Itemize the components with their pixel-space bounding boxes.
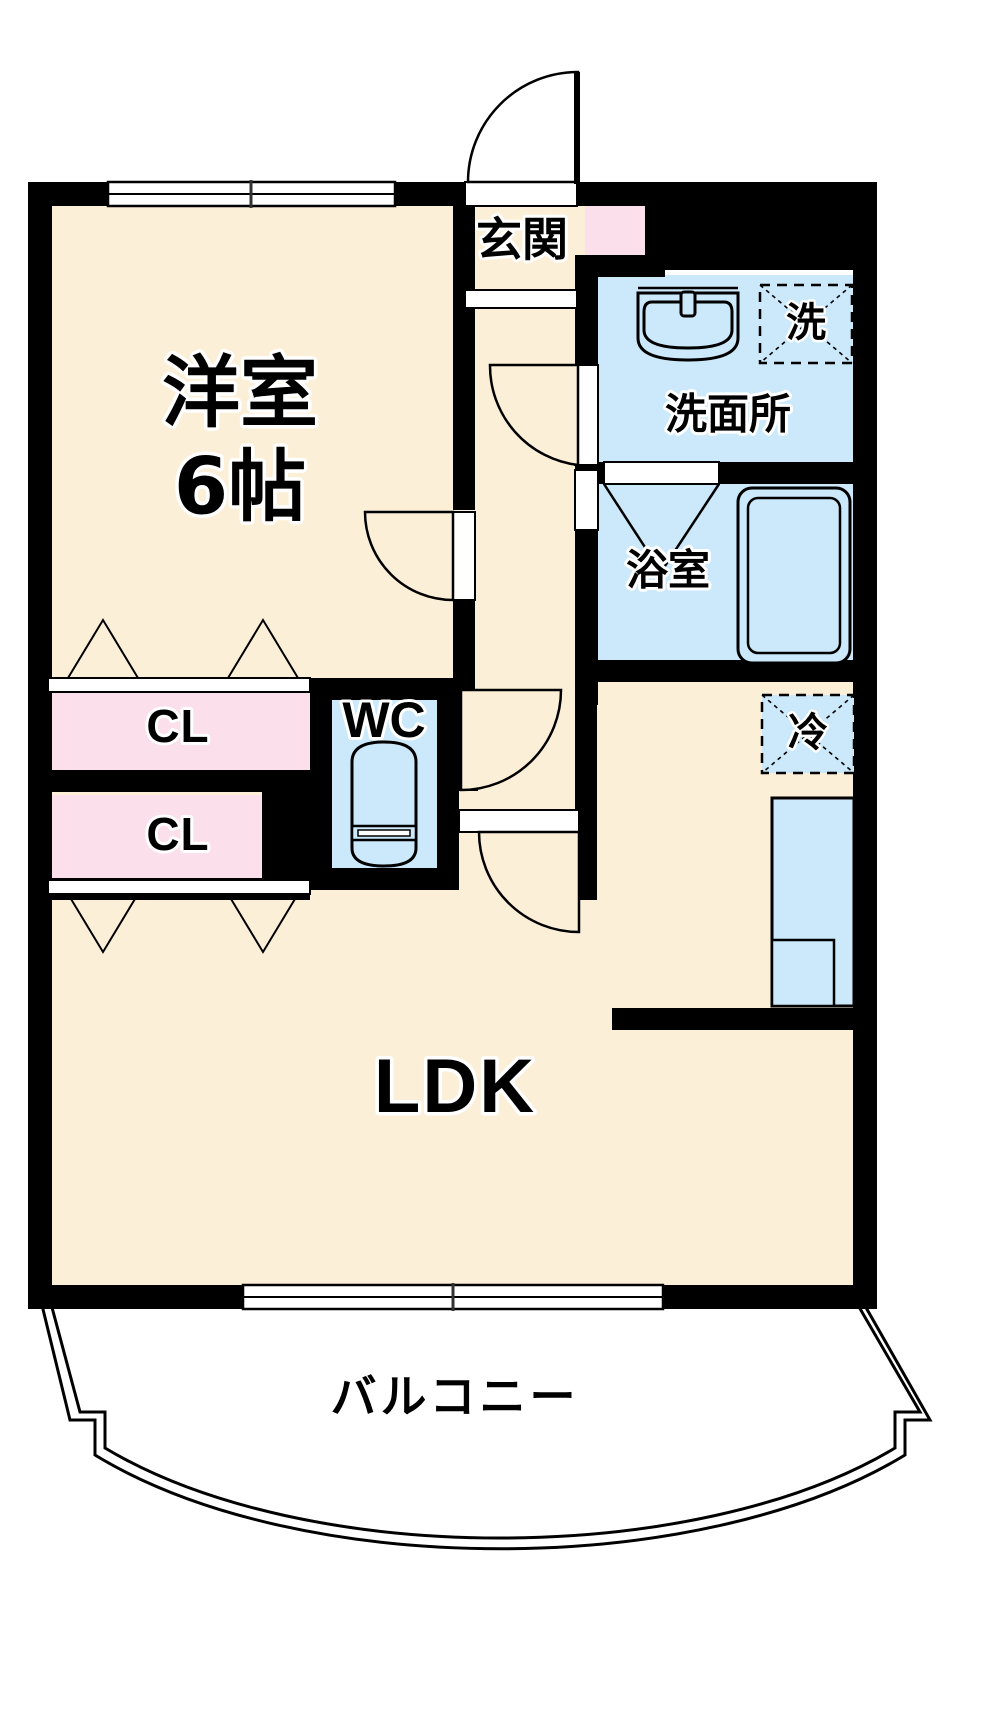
- bedroom-door[interactable]: [363, 510, 476, 602]
- washroom-sliding-door[interactable]: [574, 469, 599, 531]
- bathroom-label: 浴室: [626, 546, 710, 595]
- bedroom-label-name: 洋室: [162, 348, 318, 438]
- refrigerator-space-icon: [760, 693, 856, 775]
- kitchen-counter-icon: [770, 796, 856, 1008]
- wall-wc-left: [310, 678, 332, 890]
- wall-right-outer: [853, 182, 877, 1297]
- wall-kitchen-left: [575, 682, 597, 900]
- wall-bedroom-hall-upper: [453, 190, 475, 510]
- wall-entrance-block: [645, 190, 865, 270]
- balcony-outline: [38, 1296, 933, 1551]
- entrance-door[interactable]: [464, 70, 580, 207]
- closet-upper-door-marker: [47, 618, 311, 693]
- washing-machine-space-icon: [758, 283, 854, 365]
- bathtub-icon: [736, 486, 852, 665]
- closet-lower-door-marker: [47, 879, 311, 954]
- bedroom-label-size: 6帖: [174, 442, 306, 532]
- wall-wc-bottom: [310, 868, 459, 890]
- wall-bottom-right: [660, 1285, 877, 1309]
- ldk-sliding-window: [241, 1283, 665, 1311]
- balcony-label: バルコニー: [330, 1370, 579, 1424]
- sink-icon: [636, 286, 740, 362]
- wall-bathroom-kitchen: [575, 660, 877, 682]
- bathroom-folding-door[interactable]: [602, 461, 721, 575]
- kitchen-counter-edge: [612, 1008, 865, 1030]
- entrance-label: 玄関: [476, 213, 568, 267]
- toilet-icon: [350, 740, 418, 868]
- toilet-door[interactable]: [458, 688, 563, 792]
- wall-wc-right: [437, 678, 459, 890]
- wall-closet-left: [28, 668, 50, 900]
- toilet-label: WC: [342, 692, 425, 748]
- ldk-door[interactable]: [458, 809, 581, 934]
- wall-bottom-left: [28, 1285, 248, 1309]
- ldk-label: LDK: [374, 1044, 536, 1129]
- washing-machine-label: 洗: [786, 300, 826, 346]
- wall-between-closets: [28, 770, 310, 792]
- wall-wc-top: [310, 678, 460, 700]
- closet-lower-label: CL: [146, 808, 209, 860]
- closet-lower-fill: [48, 795, 310, 885]
- refrigerator-label: 冷: [788, 710, 828, 756]
- closet-upper-label: CL: [146, 700, 209, 752]
- closet-upper-fill: [48, 690, 310, 770]
- entrance-step: [464, 289, 578, 309]
- bedroom-window: [106, 180, 397, 208]
- wall-closet-right-jog: [262, 770, 310, 890]
- hallway-door-washroom[interactable]: [488, 363, 599, 467]
- washroom-label: 洗面所: [665, 390, 791, 439]
